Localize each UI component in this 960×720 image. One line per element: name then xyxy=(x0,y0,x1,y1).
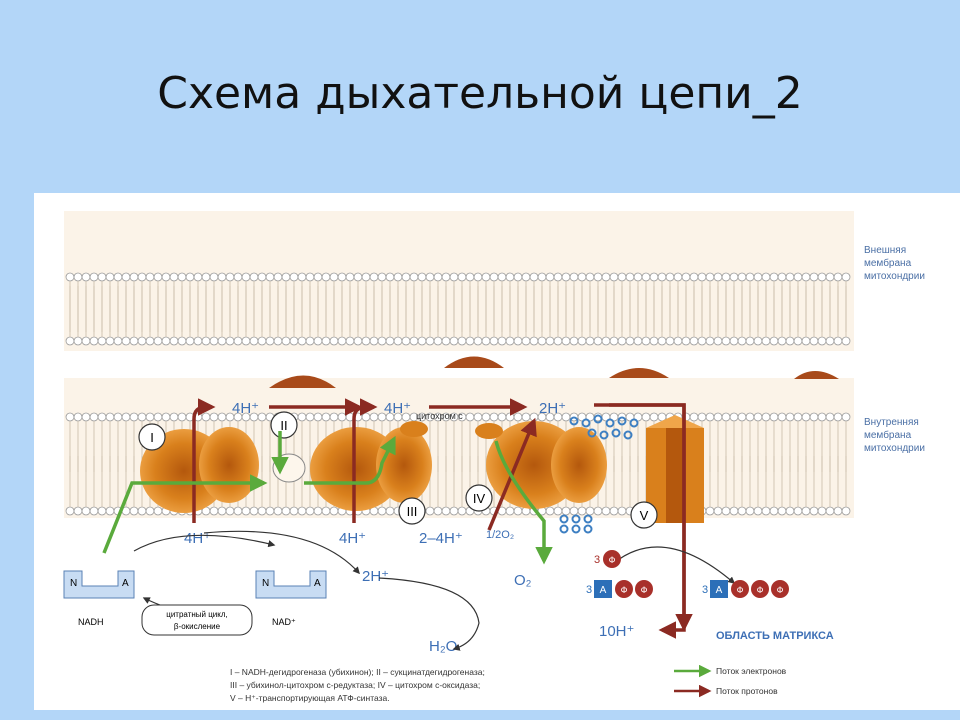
proton-labels: 4H⁺ 4H⁺ 2H⁺ 4H⁺ 4H⁺ 2–4H⁺ 2H⁺ 10H⁺ xyxy=(184,400,634,640)
svg-text:Поток электронов: Поток электронов xyxy=(716,666,787,676)
svg-text:2H⁺: 2H⁺ xyxy=(362,568,389,585)
intermembrane-proteins xyxy=(269,356,839,388)
svg-text:10H⁺: 10H⁺ xyxy=(599,623,634,640)
svg-text:II: II xyxy=(280,418,287,433)
svg-text:А: А xyxy=(600,585,607,596)
svg-text:Внутренняя: Внутренняя xyxy=(864,417,919,428)
legend: I – NADH-дегидрогеназа (убихинон); II – … xyxy=(230,664,787,703)
matrix-region-label: ОБЛАСТЬ МАТРИКСА xyxy=(716,630,834,642)
phosphate-group: 3 Ф xyxy=(594,550,621,568)
svg-text:2–4H⁺: 2–4H⁺ xyxy=(419,530,463,547)
nad-plus-molecule: N A NAD⁺ xyxy=(255,570,327,627)
proton-flow xyxy=(192,398,693,639)
svg-text:V: V xyxy=(640,508,649,523)
slide-title: Схема дыхательной цепи_2 xyxy=(157,68,803,119)
svg-text:V – H⁺-транспортирующая АТФ-си: V – H⁺-транспортирующая АТФ-синтаза. xyxy=(230,693,390,703)
svg-text:3: 3 xyxy=(702,584,708,596)
svg-text:NAD⁺: NAD⁺ xyxy=(272,617,296,627)
svg-text:4H⁺: 4H⁺ xyxy=(232,400,259,417)
svg-text:A: A xyxy=(314,578,321,589)
svg-text:4H⁺: 4H⁺ xyxy=(184,530,211,547)
svg-text:β-окисление: β-окисление xyxy=(174,622,221,631)
nadh-molecule: N A NADH xyxy=(63,570,135,627)
svg-text:Ф: Ф xyxy=(757,585,764,595)
atp-molecule: 3 А Ф Ф Ф xyxy=(702,580,789,598)
svg-text:4H⁺: 4H⁺ xyxy=(339,530,366,547)
inner-membrane-label: Внутренняя мембрана митохондрии xyxy=(864,417,925,454)
svg-text:Ф: Ф xyxy=(641,585,648,595)
complex-2 xyxy=(272,453,306,483)
svg-text:O₂: O₂ xyxy=(514,572,532,589)
svg-text:N: N xyxy=(262,578,269,589)
svg-text:NADH: NADH xyxy=(78,617,104,627)
svg-text:N: N xyxy=(70,578,77,589)
complex-numerals: I II III IV V xyxy=(138,411,658,529)
outer-membrane-label: Внешняя мембрана митохондрии xyxy=(864,245,925,282)
svg-text:4H⁺: 4H⁺ xyxy=(384,400,411,417)
cytochrome-c-label: цитохром с xyxy=(416,411,463,421)
svg-text:I: I xyxy=(150,430,154,445)
svg-text:Внешняя: Внешняя xyxy=(864,245,906,256)
svg-text:митохондрии: митохондрии xyxy=(864,443,925,454)
svg-text:1/2O₂: 1/2O₂ xyxy=(486,529,514,541)
svg-text:IV: IV xyxy=(473,491,486,506)
svg-text:3: 3 xyxy=(594,554,600,566)
svg-text:цитратный цикл,: цитратный цикл, xyxy=(166,610,228,619)
svg-text:мембрана: мембрана xyxy=(864,429,912,441)
svg-text:H₂O: H₂O xyxy=(429,638,457,655)
outer-membrane xyxy=(64,211,854,351)
electron-flow xyxy=(102,431,553,565)
complex-4 xyxy=(475,421,607,509)
svg-text:Поток протонов: Поток протонов xyxy=(716,686,778,696)
svg-text:Ф: Ф xyxy=(621,585,628,595)
oxygen-labels: 1/2O₂ O₂ H₂O xyxy=(429,529,532,655)
adp-molecule: 3 А Ф Ф xyxy=(586,580,653,598)
svg-text:III: III xyxy=(407,504,418,519)
svg-text:А: А xyxy=(716,585,723,596)
ubiquinone-dots xyxy=(559,414,639,534)
svg-text:2H⁺: 2H⁺ xyxy=(539,400,566,417)
svg-text:Ф: Ф xyxy=(737,585,744,595)
respiratory-chain-diagram: Внешняя мембрана митохондрии Внутренняя … xyxy=(34,193,960,710)
svg-text:мембрана: мембрана xyxy=(864,257,912,269)
svg-text:III – убихинол-цитохром с-реду: III – убихинол-цитохром с-редуктаза; IV … xyxy=(230,680,480,690)
citric-cycle-box: цитратный цикл, β-окисление xyxy=(141,604,253,636)
svg-text:митохондрии: митохондрии xyxy=(864,271,925,282)
svg-text:I – NADH-дегидрогеназа (убихин: I – NADH-дегидрогеназа (убихинон); II – … xyxy=(230,667,485,677)
svg-text:Ф: Ф xyxy=(609,555,616,565)
complex-5-atp-synthase xyxy=(646,415,704,523)
svg-text:Ф: Ф xyxy=(777,585,784,595)
svg-text:3: 3 xyxy=(586,584,592,596)
svg-text:A: A xyxy=(122,578,129,589)
